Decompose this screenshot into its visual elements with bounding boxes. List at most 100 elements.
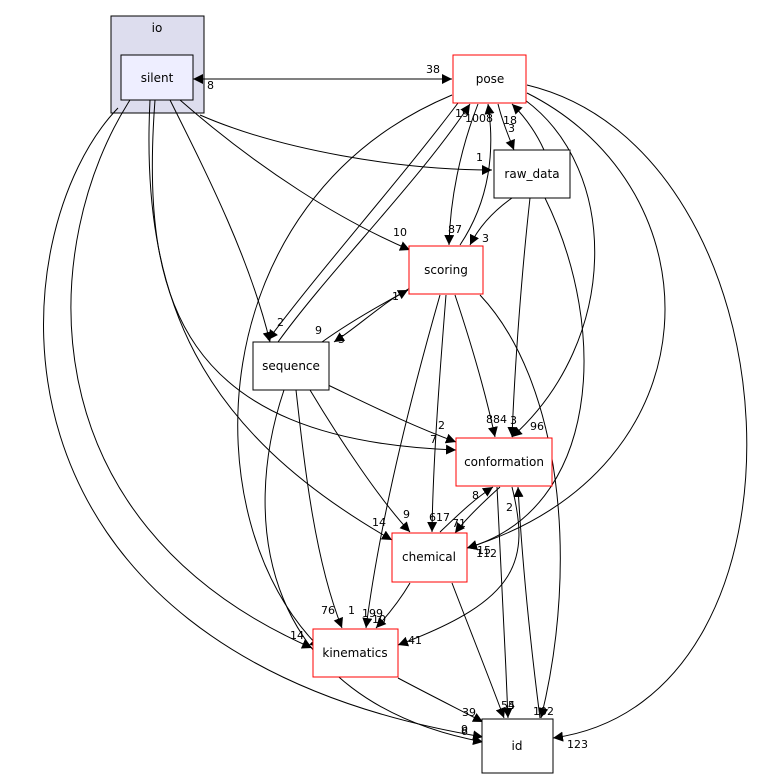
label-silent-sequence: 2 (277, 316, 284, 329)
node-raw_data[interactable]: raw_data (493, 149, 571, 199)
node-scoring-label: scoring (424, 263, 468, 277)
edge-scoring-id[interactable] (479, 294, 561, 719)
node-conformation[interactable]: conformation (455, 437, 553, 487)
node-id-label: id (512, 739, 523, 753)
label-sequence-chemical: 9 (403, 508, 410, 521)
label-conformation-id: 54 (501, 699, 515, 712)
node-id[interactable]: id (481, 718, 554, 774)
label-id-conformation: 2 (506, 501, 513, 514)
label-kinematics-id: 39 (462, 706, 476, 719)
label-chemical-kinematics: 10 (372, 613, 386, 626)
label-raw_data-scoring: 3 (482, 232, 489, 245)
edge-conformation-chemical[interactable] (454, 486, 501, 534)
label-silent-id: 6 (461, 725, 468, 738)
edge-pose-raw_data[interactable] (497, 103, 515, 151)
node-raw_data-label: raw_data (504, 167, 559, 181)
edge-silent-sequence[interactable] (169, 99, 273, 343)
label-raw_data-chemical: 15 (477, 544, 491, 557)
nodes: silent pose raw_data scoring sequence co… (120, 54, 571, 774)
edge-pose-id[interactable] (526, 84, 748, 742)
edge-raw_data-conformation[interactable] (507, 197, 531, 438)
label-pose-chemical: 112 (476, 547, 497, 560)
node-sequence[interactable]: sequence (252, 341, 330, 391)
label-silent-chemical: 14 (372, 516, 386, 529)
label-pose-conformation: 96 (530, 420, 544, 433)
edge-labels: 38 8 1 10 2 7 14 6 9 19 87 1008 3 18 96 … (207, 63, 588, 751)
label-sequence-id: 9 (461, 723, 468, 736)
edge-silent-id[interactable] (43, 107, 484, 741)
edge-raw_data-scoring[interactable] (469, 197, 513, 246)
edges (43, 74, 748, 746)
label-pose-id: 123 (567, 738, 588, 751)
label-conformation-chemical: 71 (452, 517, 466, 530)
edge-conformation-id[interactable] (496, 486, 513, 719)
label-sequence-conformation: 2 (438, 419, 445, 432)
label-sequence-pose: 19 (455, 107, 469, 120)
label-chemical-id: 5 (508, 699, 515, 712)
node-conformation-label: conformation (464, 455, 544, 469)
edge-sequence-chemical[interactable] (309, 389, 411, 533)
edge-conformation-kinematics[interactable] (397, 486, 520, 647)
edge-silent-raw_data[interactable] (199, 114, 493, 175)
label-conformation-kinematics: 41 (408, 634, 422, 647)
edge-silent-scoring[interactable] (179, 99, 411, 251)
edge-chemical-id[interactable] (451, 582, 506, 719)
node-chemical-label: chemical (402, 550, 456, 564)
node-pose[interactable]: pose (452, 54, 527, 104)
label-sequence-scoring: 1 (392, 290, 399, 303)
edge-silent-conformation[interactable] (151, 99, 457, 455)
node-scoring[interactable]: scoring (408, 245, 484, 295)
edge-raw_data-chemical[interactable] (466, 197, 585, 551)
label-scoring-id: 102 (533, 705, 554, 718)
edge-sequence-conformation[interactable] (327, 384, 457, 444)
label-pose-sequence: 9 (315, 324, 322, 337)
label-silent-scoring: 10 (393, 226, 407, 239)
edge-scoring-conformation[interactable] (454, 294, 498, 438)
node-silent-label: silent (141, 71, 174, 85)
label-pose-scoring: 87 (448, 223, 462, 236)
label-scoring-chemical: 617 (429, 511, 450, 524)
label-silent-pose: 38 (426, 63, 440, 76)
edge-pose-scoring[interactable] (444, 103, 479, 246)
label-raw_data-conformation: 3 (510, 414, 517, 427)
edge-scoring-chemical[interactable] (427, 294, 447, 533)
node-kinematics[interactable]: kinematics (312, 628, 399, 678)
cluster-io-label: io (152, 21, 163, 35)
edge-sequence-kinematics[interactable] (295, 389, 343, 629)
node-sequence-label: sequence (262, 359, 320, 373)
edge-scoring-pose[interactable] (459, 103, 495, 246)
edge-pose-conformation[interactable] (511, 99, 596, 438)
edge-chemical-conformation[interactable] (439, 486, 494, 533)
edge-pose-chemical[interactable] (466, 92, 666, 550)
label-silent-raw_data: 1 (476, 151, 483, 164)
label-sequence-kinematics: 1 (348, 604, 355, 617)
label-raw_data-pose: 18 (503, 114, 517, 127)
node-pose-label: pose (476, 72, 505, 86)
label-scoring-conformation: 884 (486, 413, 507, 426)
label-silent-kinematics: 14 (290, 629, 304, 642)
label-silent-conformation: 7 (430, 433, 437, 446)
edge-raw_data-pose[interactable] (511, 103, 545, 151)
label-chemical-conformation: 8 (472, 489, 479, 502)
edge-sequence-pose[interactable] (277, 103, 471, 343)
edge-silent-kinematics[interactable] (70, 99, 313, 649)
label-pose-kinematics: 76 (321, 604, 335, 617)
node-chemical[interactable]: chemical (391, 532, 468, 583)
edge-pose-kinematics[interactable] (237, 94, 453, 649)
label-scoring-pose: 1008 (465, 112, 493, 125)
edge-kinematics-id[interactable] (397, 677, 484, 723)
edge-pose-sequence[interactable] (267, 102, 459, 341)
label-pose-raw_data: 3 (508, 122, 515, 135)
edge-chemical-kinematics[interactable] (375, 582, 411, 629)
label-pose-silent: 8 (207, 79, 214, 92)
node-kinematics-label: kinematics (322, 646, 387, 660)
label-scoring-kinematics: 199 (362, 607, 383, 620)
label-scoring-sequence: 5 (338, 333, 345, 346)
edge-scoring-kinematics[interactable] (362, 294, 441, 629)
edge-silent-chemical[interactable] (148, 99, 393, 541)
edge-sequence-scoring[interactable] (321, 289, 409, 343)
edge-id-conformation[interactable] (513, 486, 541, 719)
node-silent[interactable]: silent (120, 54, 194, 101)
edge-sequence-id[interactable] (264, 389, 484, 746)
